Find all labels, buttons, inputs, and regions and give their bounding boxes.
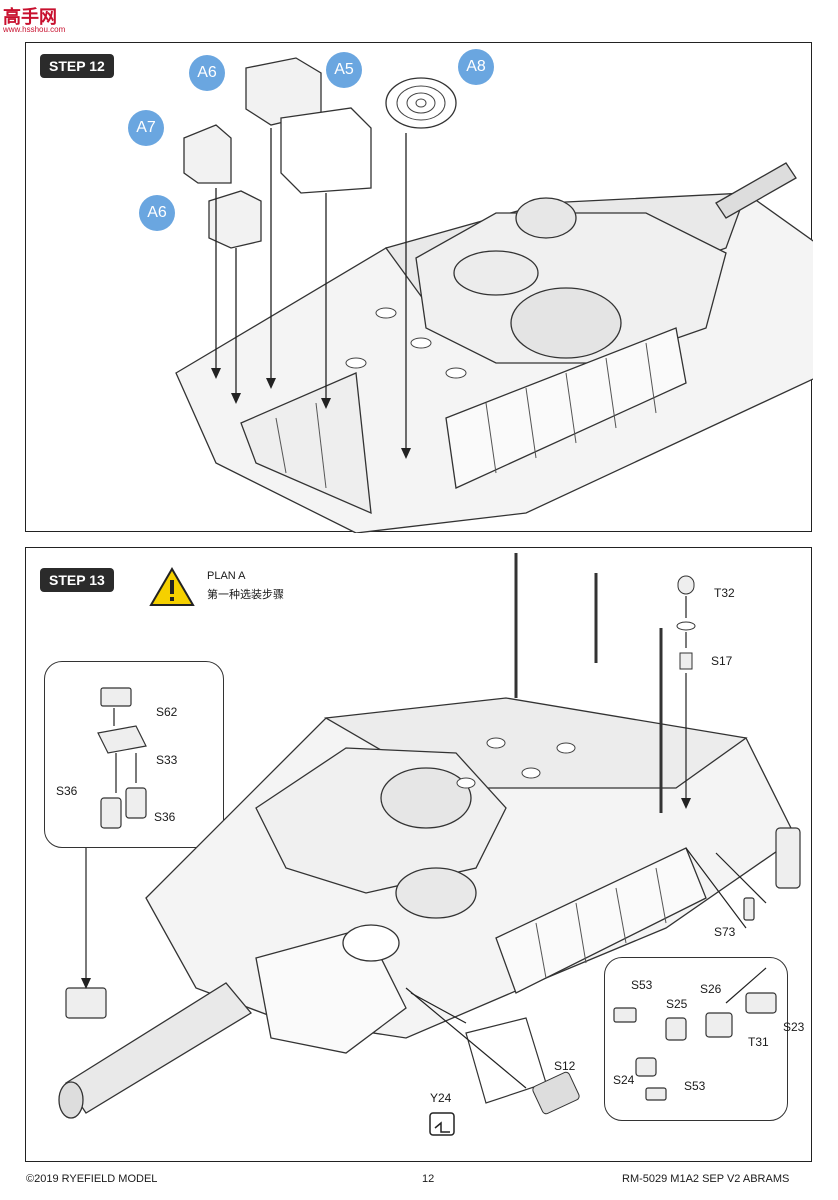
label-s62: S62 bbox=[156, 705, 178, 719]
step-13-panel: STEP 13 PLAN A 第一种选装步骤 bbox=[25, 547, 812, 1162]
footer-product-code: RM-5029 M1A2 SEP V2 ABRAMS bbox=[622, 1173, 790, 1185]
callout-a7: A7 bbox=[128, 110, 164, 146]
footer-page-number: 12 bbox=[422, 1173, 435, 1185]
label-s23: S23 bbox=[783, 1020, 805, 1034]
label-s33: S33 bbox=[156, 753, 178, 767]
step-13-tank-drawing bbox=[58, 553, 801, 1136]
step-13-badge: STEP 13 bbox=[40, 568, 114, 592]
step-12-tank-drawing bbox=[175, 57, 813, 533]
label-y24: Y24 bbox=[430, 1091, 452, 1105]
callout-a8: A8 bbox=[458, 49, 494, 85]
footer-copyright: ©2019 RYEFIELD MODEL bbox=[26, 1173, 158, 1185]
label-s24: S24 bbox=[613, 1073, 635, 1087]
label-s25: S25 bbox=[666, 997, 688, 1011]
step-12-badge: STEP 12 bbox=[40, 54, 114, 78]
plan-a-note: PLAN A 第一种选装步骤 bbox=[149, 566, 284, 613]
label-t32: T32 bbox=[714, 586, 735, 600]
label-t31: T31 bbox=[748, 1035, 769, 1049]
label-s36-left: S36 bbox=[56, 784, 78, 798]
callout-a6-lower: A6 bbox=[139, 195, 175, 231]
plan-subtitle: 第一种选装步骤 bbox=[207, 589, 284, 601]
label-s12: S12 bbox=[554, 1059, 576, 1073]
label-s36-right: S36 bbox=[154, 810, 176, 824]
label-s26: S26 bbox=[700, 982, 722, 996]
detail-box-right bbox=[604, 957, 788, 1121]
logo-text: 高手网 bbox=[3, 7, 57, 27]
callout-a6-top: A6 bbox=[189, 55, 225, 91]
warning-icon bbox=[149, 567, 195, 606]
callout-a5: A5 bbox=[326, 52, 362, 88]
label-s73: S73 bbox=[714, 925, 736, 939]
site-logo: 高手网 www.hsshou.com bbox=[3, 3, 77, 35]
plan-title: PLAN A bbox=[207, 570, 246, 582]
step-12-panel: STEP 12 bbox=[25, 42, 813, 533]
label-s17: S17 bbox=[711, 654, 733, 668]
label-s53-top: S53 bbox=[631, 978, 653, 992]
logo-url: www.hsshou.com bbox=[3, 25, 66, 34]
label-s53-bottom: S53 bbox=[684, 1079, 706, 1093]
